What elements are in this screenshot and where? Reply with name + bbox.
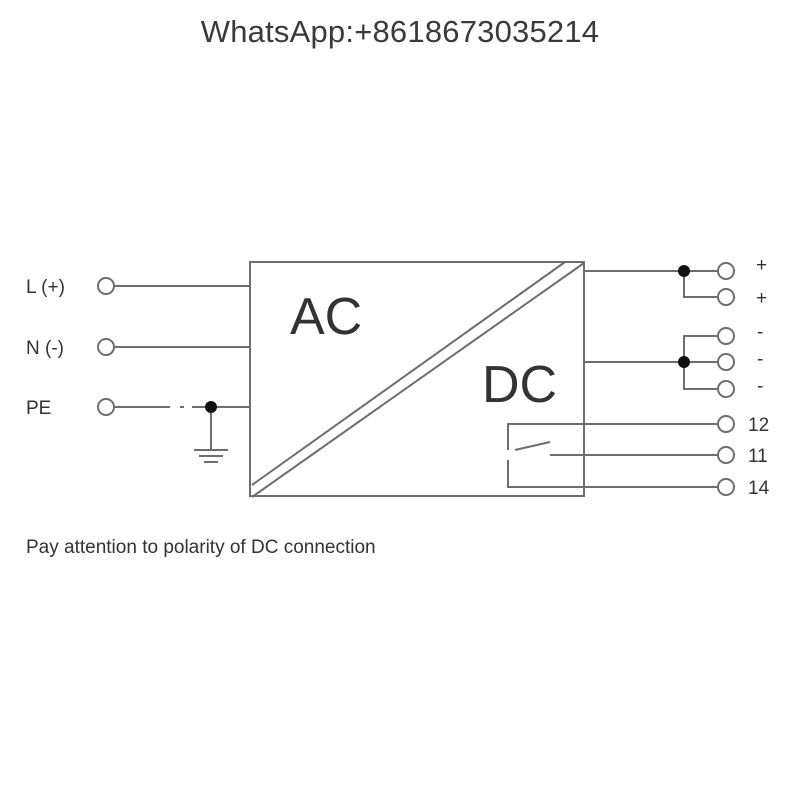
label-n: N (-)	[26, 338, 64, 359]
label-dc: DC	[482, 356, 557, 414]
terminal-minus-3	[717, 380, 735, 398]
label-l: L (+)	[26, 277, 65, 298]
label-out-plus-2: +	[756, 288, 767, 309]
watermark-text: WhatsApp:+8618673035214	[200, 14, 600, 49]
label-ac: AC	[290, 288, 362, 346]
diagonal-line-lower	[251, 262, 585, 498]
label-out-minus-2: -	[757, 349, 763, 370]
label-out-minus-1: -	[757, 322, 763, 343]
ac-dc-converter-block	[249, 261, 585, 497]
terminal-11	[717, 446, 735, 464]
relay-switch-blade	[514, 441, 551, 451]
terminal-n	[97, 338, 115, 356]
terminal-minus-1	[717, 327, 735, 345]
label-relay-14: 14	[748, 478, 770, 499]
junction-pe	[205, 401, 217, 413]
terminal-minus-2	[717, 353, 735, 371]
label-out-plus-1: +	[756, 255, 767, 276]
terminal-12	[717, 415, 735, 433]
label-pe: PE	[26, 398, 51, 419]
terminal-14	[717, 478, 735, 496]
terminal-plus-2	[717, 288, 735, 306]
terminal-l	[97, 277, 115, 295]
diagonal-line-upper	[251, 261, 566, 486]
polarity-note: Pay attention to polarity of DC connecti…	[26, 537, 376, 558]
terminal-plus-1	[717, 262, 735, 280]
relay-wire-14	[507, 460, 718, 488]
label-out-minus-3: -	[757, 376, 763, 397]
junction-minus	[678, 356, 690, 368]
label-relay-12: 12	[748, 415, 769, 436]
relay-wire-12	[507, 423, 718, 450]
terminal-pe	[97, 398, 115, 416]
wire-out-plus-branch	[683, 271, 718, 298]
junction-plus	[678, 265, 690, 277]
label-relay-11: 11	[748, 446, 768, 467]
